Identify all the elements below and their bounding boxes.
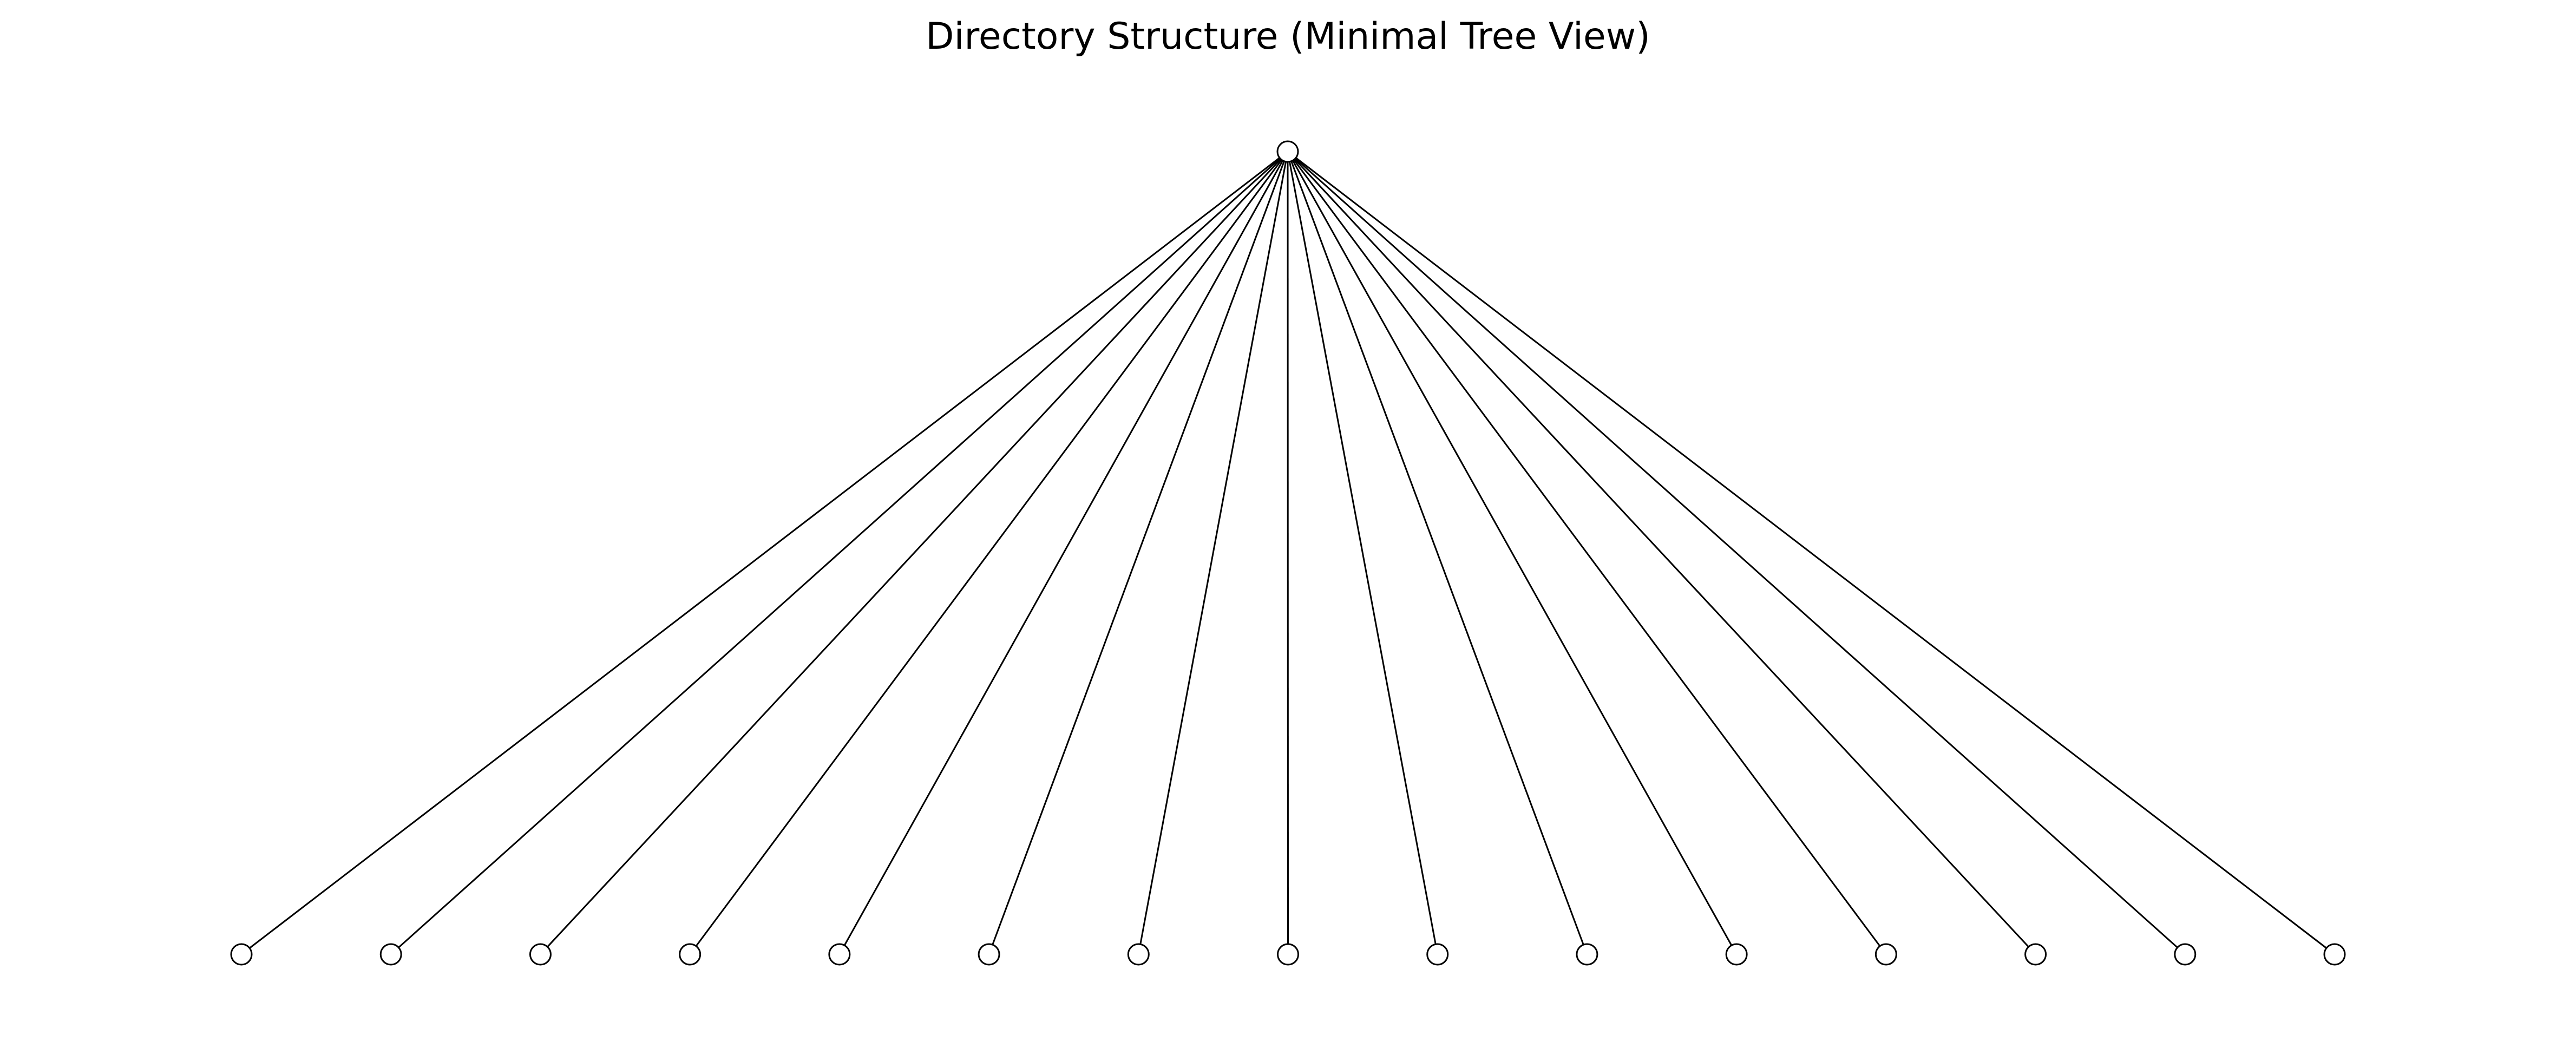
tree-edges <box>241 150 2335 955</box>
leaf-node-child-7 <box>1127 943 1150 966</box>
leaf-node-child-2 <box>379 943 402 966</box>
edge-root-child-2 <box>390 150 1289 955</box>
edge-root-child-12 <box>1287 151 1887 955</box>
leaf-node-child-15 <box>2323 943 2346 966</box>
leaf-node-child-1 <box>230 943 253 966</box>
edge-root-child-14 <box>1287 150 2186 955</box>
leaf-node-child-5 <box>828 943 851 966</box>
edge-root-child-1 <box>241 150 1288 955</box>
leaf-node-child-14 <box>2174 943 2197 966</box>
leaf-node-child-12 <box>1874 943 1897 966</box>
diagram-title: Directory Structure (Minimal Tree View) <box>926 15 1650 58</box>
root-node <box>1276 140 1299 163</box>
leaf-node-child-4 <box>679 943 702 966</box>
edge-root-child-3 <box>540 150 1289 955</box>
edge-root-child-9 <box>1287 151 1439 955</box>
leaf-node-child-13 <box>2024 943 2047 966</box>
leaf-node-child-9 <box>1426 943 1449 966</box>
leaf-node-child-10 <box>1576 943 1598 966</box>
leaf-node-child-6 <box>978 943 1000 966</box>
tree-nodes <box>230 140 2346 966</box>
leaf-node-child-3 <box>529 943 552 966</box>
edge-root-child-7 <box>1137 151 1289 955</box>
edge-root-child-6 <box>988 151 1289 955</box>
edge-root-child-11 <box>1287 151 1738 955</box>
edge-root-child-5 <box>838 151 1289 955</box>
edge-root-child-4 <box>689 151 1289 955</box>
edge-root-child-10 <box>1287 151 1588 955</box>
edge-root-child-13 <box>1287 150 2036 955</box>
leaf-node-child-8 <box>1277 943 1299 966</box>
edge-root-child-15 <box>1287 150 2335 955</box>
leaf-node-child-11 <box>1725 943 1748 966</box>
